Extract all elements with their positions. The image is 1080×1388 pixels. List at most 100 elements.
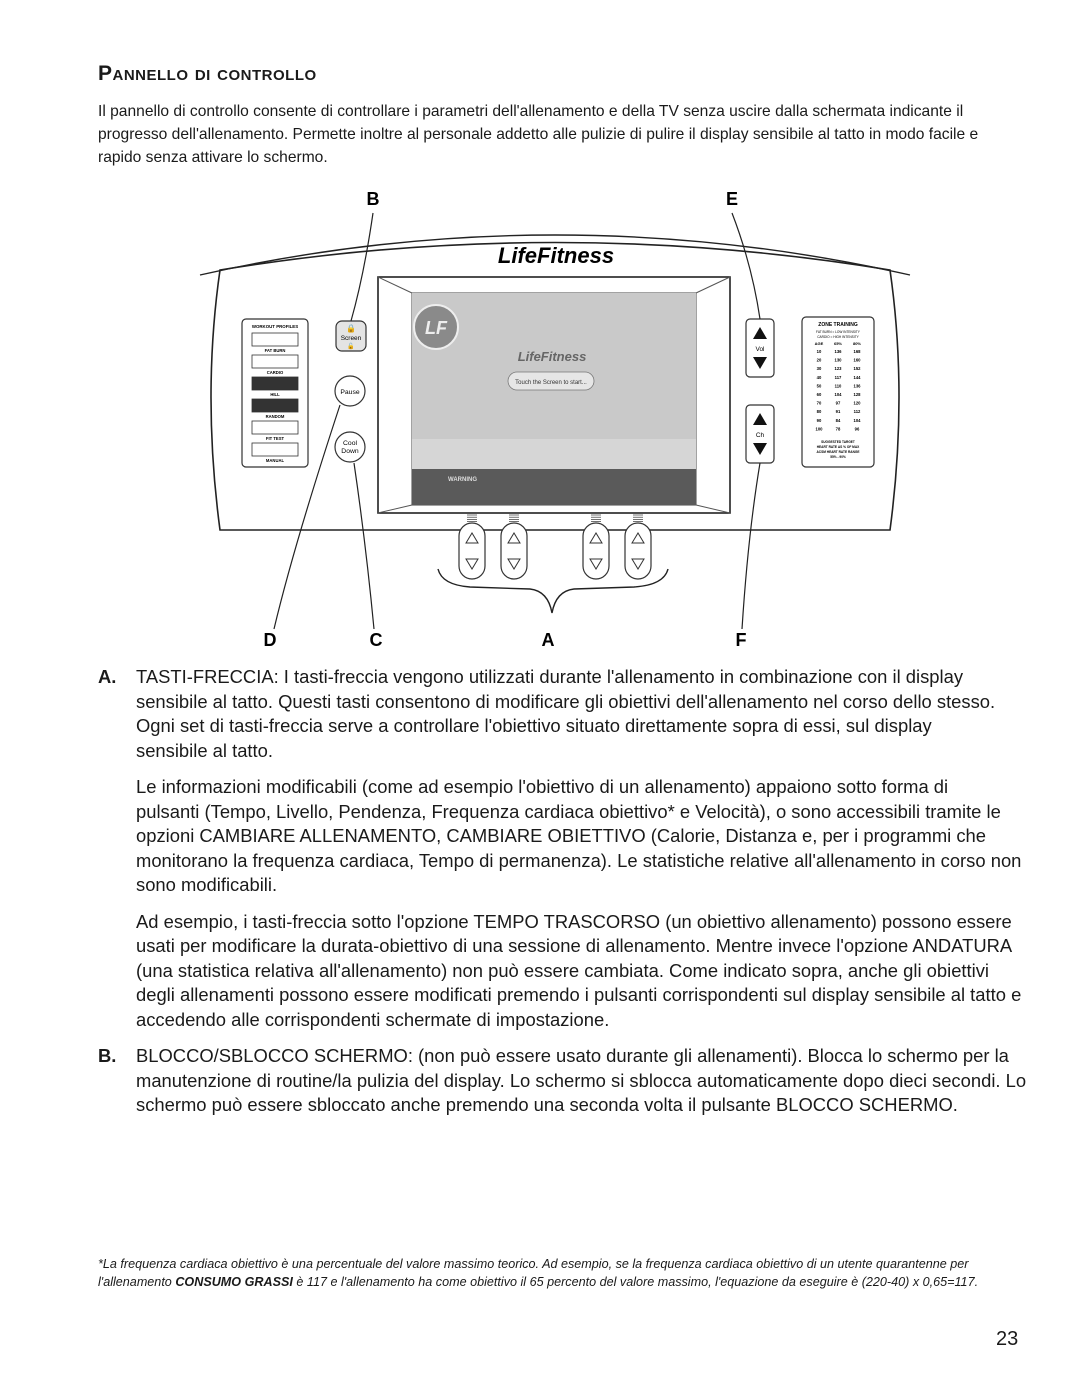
ch-down-button[interactable] <box>753 443 767 455</box>
item-a-p1-line1: TASTI-FRECCIA: I tasti-freccia vengono u… <box>136 666 996 736</box>
zone-cell: 104 <box>835 392 843 397</box>
zone-cell: 96 <box>855 426 860 431</box>
ch-up-button[interactable] <box>753 413 767 425</box>
bezel-corner <box>377 504 413 514</box>
vol-up-button[interactable] <box>753 327 767 339</box>
lf-logo-badge <box>413 304 459 350</box>
profile-button[interactable] <box>251 398 299 413</box>
zone-cell: 97 <box>836 401 841 406</box>
zone-footer-line: 55% - 90% <box>830 455 846 459</box>
vol-down-button[interactable] <box>753 357 767 369</box>
arrow-key-pair <box>458 522 486 580</box>
zone-cell: 120 <box>854 401 862 406</box>
profile-button[interactable] <box>251 376 299 391</box>
zone-cell: 136 <box>854 383 862 388</box>
workout-profiles-title: WORKOUT PROFILES <box>252 324 298 329</box>
arrow-up-button[interactable] <box>631 532 645 544</box>
item-b: B. BLOCCO/SBLOCCO SCHERMO: (non può esse… <box>98 1044 1028 1118</box>
body-text: A. TASTI-FRECCIA: I tasti-freccia vengon… <box>98 665 1028 1130</box>
zone-training-panel <box>801 316 875 468</box>
warning-panel <box>412 469 696 505</box>
cool-down-button[interactable] <box>334 431 366 463</box>
item-a-marker: A. <box>98 666 117 687</box>
zone-cell: 152 <box>854 366 862 371</box>
console-top-arc <box>199 234 911 276</box>
lock-icon: 🔒 <box>346 324 356 333</box>
profile-button[interactable] <box>251 420 299 435</box>
zone-cell: 117 <box>835 375 842 380</box>
zone-cell: 20 <box>817 358 822 363</box>
pause-button[interactable] <box>334 375 366 407</box>
item-b-paragraph-1: BLOCCO/SBLOCCO SCHERMO: (non può essere … <box>136 1045 1027 1115</box>
zone-training-sub2: CARDIO = HIGH INTENSITY <box>817 335 859 339</box>
arrow-key-pair <box>500 522 528 580</box>
arrow-up-button[interactable] <box>589 532 603 544</box>
footnote-part-2: è 117 e l'allenamento ha come obiettivo … <box>292 1274 979 1289</box>
section-heading: Pannello di controllo <box>98 62 317 85</box>
zone-header: 80% <box>853 341 861 346</box>
pause-button-label: Pause <box>340 389 359 396</box>
footnote-part-1: *La frequenza cardiaca obiettivo è una p… <box>98 1257 969 1289</box>
zone-training-sub1: FAT BURN = LOW INTENSITY <box>816 330 861 334</box>
arrow-down-button[interactable] <box>589 558 603 570</box>
leader-line-d <box>273 404 341 630</box>
touch-prompt-bubble[interactable] <box>507 371 595 391</box>
warning-label: WARNING <box>448 477 477 483</box>
screen-brand: LifeFitness <box>518 349 587 364</box>
zone-cell: 136 <box>835 349 843 354</box>
intro-paragraph: Il pannello di controllo consente di con… <box>98 103 979 166</box>
zone-cell: 128 <box>854 392 862 397</box>
leader-line-b <box>350 212 374 322</box>
arrow-down-button[interactable] <box>465 558 479 570</box>
item-a-p1-line2: sensibile al tatto. <box>136 739 273 761</box>
zone-cell: 123 <box>835 366 843 371</box>
unlock-icon: 🔓 <box>347 342 354 350</box>
profile-label: RANDOM <box>266 414 285 419</box>
zone-footer-line: ACSM HEART RATE RANGE <box>817 450 860 454</box>
arrow-key-sets <box>458 514 652 580</box>
callout-a: A <box>542 630 555 650</box>
profile-label: CARDIO <box>267 370 284 375</box>
zone-cell: 160 <box>854 358 862 363</box>
cool-down-label-2: Down <box>341 448 359 455</box>
zone-cell: 144 <box>854 375 862 380</box>
arrow-down-button[interactable] <box>631 558 645 570</box>
zone-cell: 10 <box>817 349 822 354</box>
arrow-up-button[interactable] <box>465 532 479 544</box>
zone-header: 65% <box>834 341 842 346</box>
zone-cell: 100 <box>816 426 824 431</box>
profile-button[interactable] <box>251 332 299 347</box>
item-b-marker: B. <box>98 1045 117 1066</box>
zone-cell: 91 <box>836 409 841 414</box>
zone-cell: 110 <box>835 383 842 388</box>
page-number: 23 <box>996 1328 1019 1350</box>
zone-cell: 130 <box>835 358 843 363</box>
profile-label: FAT BURN <box>265 348 286 353</box>
profile-button[interactable] <box>251 354 299 369</box>
arrow-up-button[interactable] <box>507 532 521 544</box>
item-a-paragraph-3: Ad esempio, i tasti-freccia sotto l'opzi… <box>136 910 1022 1030</box>
item-a-p2-line2: pulsanti (Tempo, Livello, Pendenza, Freq… <box>136 800 1022 896</box>
arrow-down-button[interactable] <box>507 558 521 570</box>
callout-d: D <box>264 630 277 650</box>
zone-cell: 104 <box>854 418 862 423</box>
callout-c: C <box>370 630 383 650</box>
arrow-key-pair <box>582 522 610 580</box>
item-a-paragraph-2: Le informazioni modificabili (come ad es… <box>136 775 1028 898</box>
cool-down-label-1: Cool <box>343 440 357 447</box>
zone-cell: 30 <box>817 366 822 371</box>
callout-e: E <box>726 189 738 209</box>
profile-button[interactable] <box>251 442 299 457</box>
vol-label: Vol <box>755 346 765 353</box>
item-a-p2-line1: Le informazioni modificabili (come ad es… <box>136 776 949 797</box>
touch-prompt-text: Touch the Screen to start... <box>515 380 587 386</box>
arrow-keys-brace <box>437 568 669 614</box>
ch-label: Ch <box>756 432 765 439</box>
zone-cell: 168 <box>854 349 862 354</box>
zone-cell: 40 <box>817 375 822 380</box>
arrow-key-pair <box>624 522 652 580</box>
profile-label: HILL <box>270 392 280 397</box>
item-a: A. TASTI-FRECCIA: I tasti-freccia vengon… <box>98 665 1028 1032</box>
